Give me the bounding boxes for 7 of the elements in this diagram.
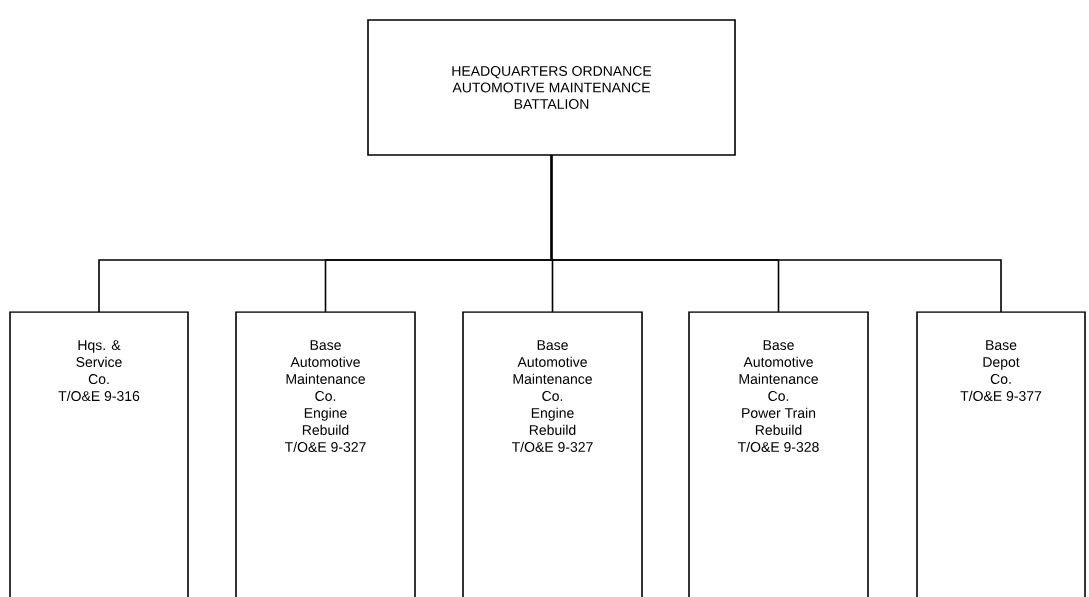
company-box: Hqs. & Service Co. T/O&E 9-316 <box>9 311 189 597</box>
company-box: Base Automotive Maintenance Co. Power Train Rebuild T/O&E 9-328 <box>688 311 869 597</box>
company-box: Base Automotive Maintenance Co. Engine Rebuild T/O&E 9-327 <box>235 311 416 597</box>
connector-line <box>550 154 1002 313</box>
headquarters-box: HEADQUARTERS ORDNANCE AUTOMOTIVE MAINTENANCE BATTALION <box>367 19 736 156</box>
company-box: Base Depot Co. T/O&E 9-377 <box>916 311 1086 597</box>
company-box: Base Automotive Maintenance Co. Engine Rebuild T/O&E 9-327 <box>462 311 643 597</box>
